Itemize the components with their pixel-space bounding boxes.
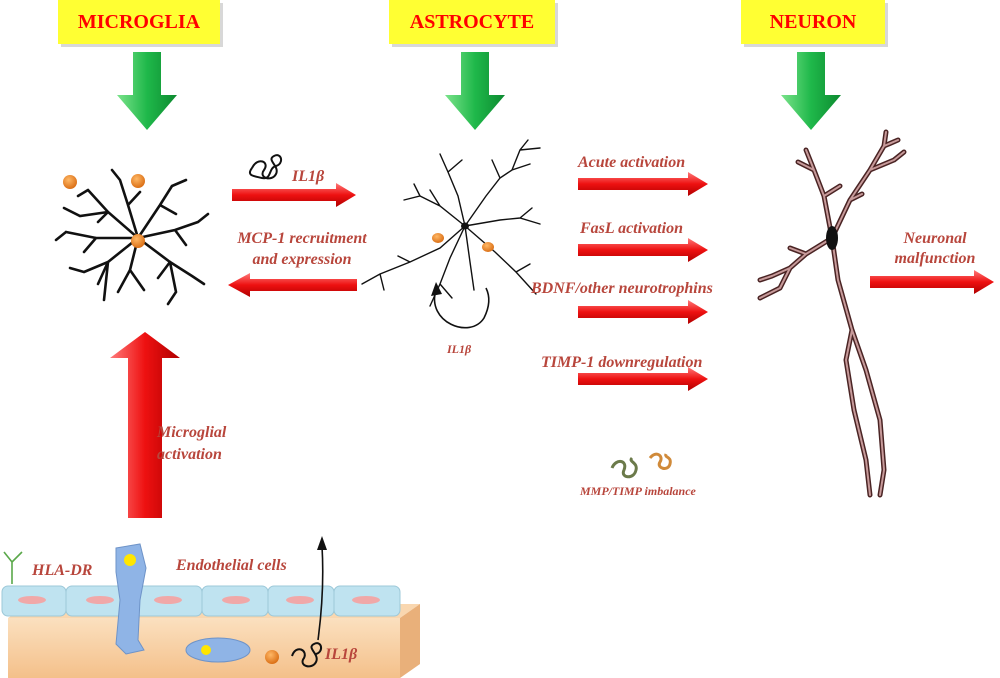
neuron-cell: [757, 129, 907, 498]
arrow-mcp1-to-microglia: [228, 273, 357, 297]
arrow-bdnf: [578, 300, 708, 324]
label-microglial-line1: Microglial: [157, 424, 227, 441]
cytokine-particle: [432, 233, 444, 243]
circulating-leukocyte: [185, 637, 251, 663]
label-bdnf: BDNF/other neurotrophins: [531, 280, 713, 297]
label-timp1: TIMP-1 downregulation: [541, 354, 703, 371]
autocrine-loop-arrow: [431, 282, 490, 329]
label-neuronal-line1: Neuronal: [903, 230, 967, 247]
il1b-upward-arrow: [317, 536, 327, 641]
label-il1b-astrocyte: IL1β: [447, 342, 472, 356]
label-microglial-line2: activation: [157, 446, 222, 463]
il1b-protein-icon: [248, 154, 282, 180]
label-mmp-timp: MMP/TIMP imbalance: [580, 484, 696, 498]
down-arrow-neuron: [781, 52, 841, 130]
neuron-nucleus: [826, 226, 838, 250]
label-acute-activation: Acute activation: [578, 154, 686, 171]
timp-protein-icon: [648, 452, 672, 470]
arrow-microglial-activation: [110, 332, 180, 518]
arrow-fasl-activation: [578, 238, 708, 262]
label-endothelial-cells: Endothelial cells: [176, 557, 287, 574]
cytokine-particle: [63, 175, 77, 189]
microglia-cell: [54, 168, 210, 306]
label-il1b-top: IL1β: [292, 168, 325, 185]
transmigrating-leukocyte: [115, 543, 147, 655]
label-mcp1-line2: and expression: [252, 251, 352, 268]
arrow-neuronal-malfunction: [870, 270, 994, 294]
hla-dr-icon: [3, 551, 23, 584]
astrocyte-cell: [361, 139, 541, 307]
cytokine-particle: [131, 234, 145, 248]
label-il1b-bottom: IL1β: [325, 646, 358, 663]
header-microglia: MICROGLIA: [58, 0, 220, 44]
endothelial-cell-layer: [1, 585, 401, 617]
cytokine-particle: [482, 242, 494, 252]
cytokine-particle: [265, 650, 279, 664]
down-arrow-microglia: [117, 52, 177, 130]
label-fasl-activation: FasL activation: [580, 220, 683, 237]
label-neuronal-line2: malfunction: [894, 250, 976, 267]
header-astrocyte: ASTROCYTE: [389, 0, 555, 44]
astrocyte-nucleus: [461, 222, 469, 230]
cytokine-particle: [131, 174, 145, 188]
mmp-protein-icon: [610, 456, 638, 479]
header-neuron: NEURON: [741, 0, 885, 44]
arrow-acute-activation: [578, 172, 708, 196]
label-hla-dr: HLA-DR: [32, 562, 93, 579]
arrow-timp1: [578, 367, 708, 391]
label-mcp1-line1: MCP-1 recruitment: [237, 230, 367, 247]
il1b-protein-icon: [291, 642, 322, 668]
down-arrow-astrocyte: [445, 52, 505, 130]
arrow-il1b-to-astrocyte: [232, 183, 356, 207]
